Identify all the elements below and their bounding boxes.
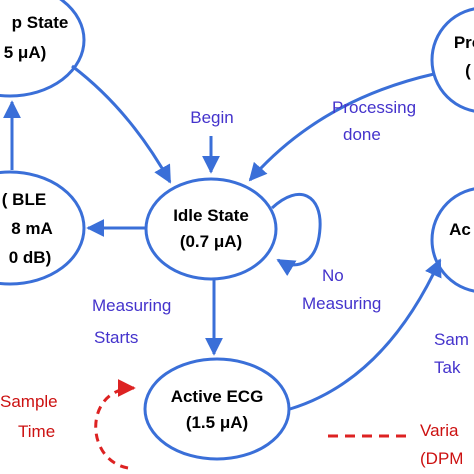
node-idle-state: Idle State (0.7 μA): [144, 177, 278, 281]
edge-processing-done: [248, 72, 435, 182]
edge-sleep-to-idle: [71, 64, 172, 184]
node-sleep-line1: p State: [12, 13, 69, 32]
node-active-ecg-state: Active ECG (1.5 μA): [143, 357, 291, 461]
edge-sample-time-loop: [94, 379, 136, 470]
label-sample-time-2: Time: [18, 422, 55, 441]
edge-ecg-to-acquisition: [289, 258, 442, 411]
node-active-acquisition-state: Ac: [430, 187, 474, 293]
node-processing-line1: Pro: [454, 33, 474, 52]
label-sample-taken-2: Tak: [434, 358, 461, 377]
node-ble-state: ( BLE 8 mA 0 dB): [0, 170, 86, 286]
node-ble-line3: 0 dB): [9, 248, 52, 267]
node-processing-state: Pro (: [430, 7, 474, 113]
label-begin: Begin: [190, 108, 233, 127]
label-no-measuring-2: Measuring: [302, 294, 381, 313]
node-processing-line2: (: [465, 61, 471, 80]
node-sleep-state: p State 5 μA): [0, 0, 86, 98]
label-sample-taken-1: Sam: [434, 330, 469, 349]
label-processing-done-1: Processing: [332, 98, 416, 117]
edge-no-measuring-loop: [270, 193, 322, 277]
node-idle-line2: (0.7 μA): [180, 232, 242, 251]
legend: Varia (DPM: [328, 421, 463, 468]
node-active-acq-line1: Ac: [449, 220, 471, 239]
legend-line1: Varia: [420, 421, 459, 440]
label-no-measuring-1: No: [322, 266, 344, 285]
node-ble-line1: ( BLE: [2, 190, 46, 209]
node-idle-line1: Idle State: [173, 206, 249, 225]
label-processing-done-2: done: [343, 125, 381, 144]
node-active-ecg-line1: Active ECG: [171, 387, 264, 406]
label-measuring-starts-1: Measuring: [92, 296, 171, 315]
node-sleep-line2: 5 μA): [4, 43, 47, 62]
node-active-ecg-line2: (1.5 μA): [186, 413, 248, 432]
legend-line2: (DPM: [420, 449, 463, 468]
node-ble-line2: 8 mA: [11, 219, 53, 238]
label-sample-time-1: Sample: [0, 392, 58, 411]
label-measuring-starts-2: Starts: [94, 328, 138, 347]
